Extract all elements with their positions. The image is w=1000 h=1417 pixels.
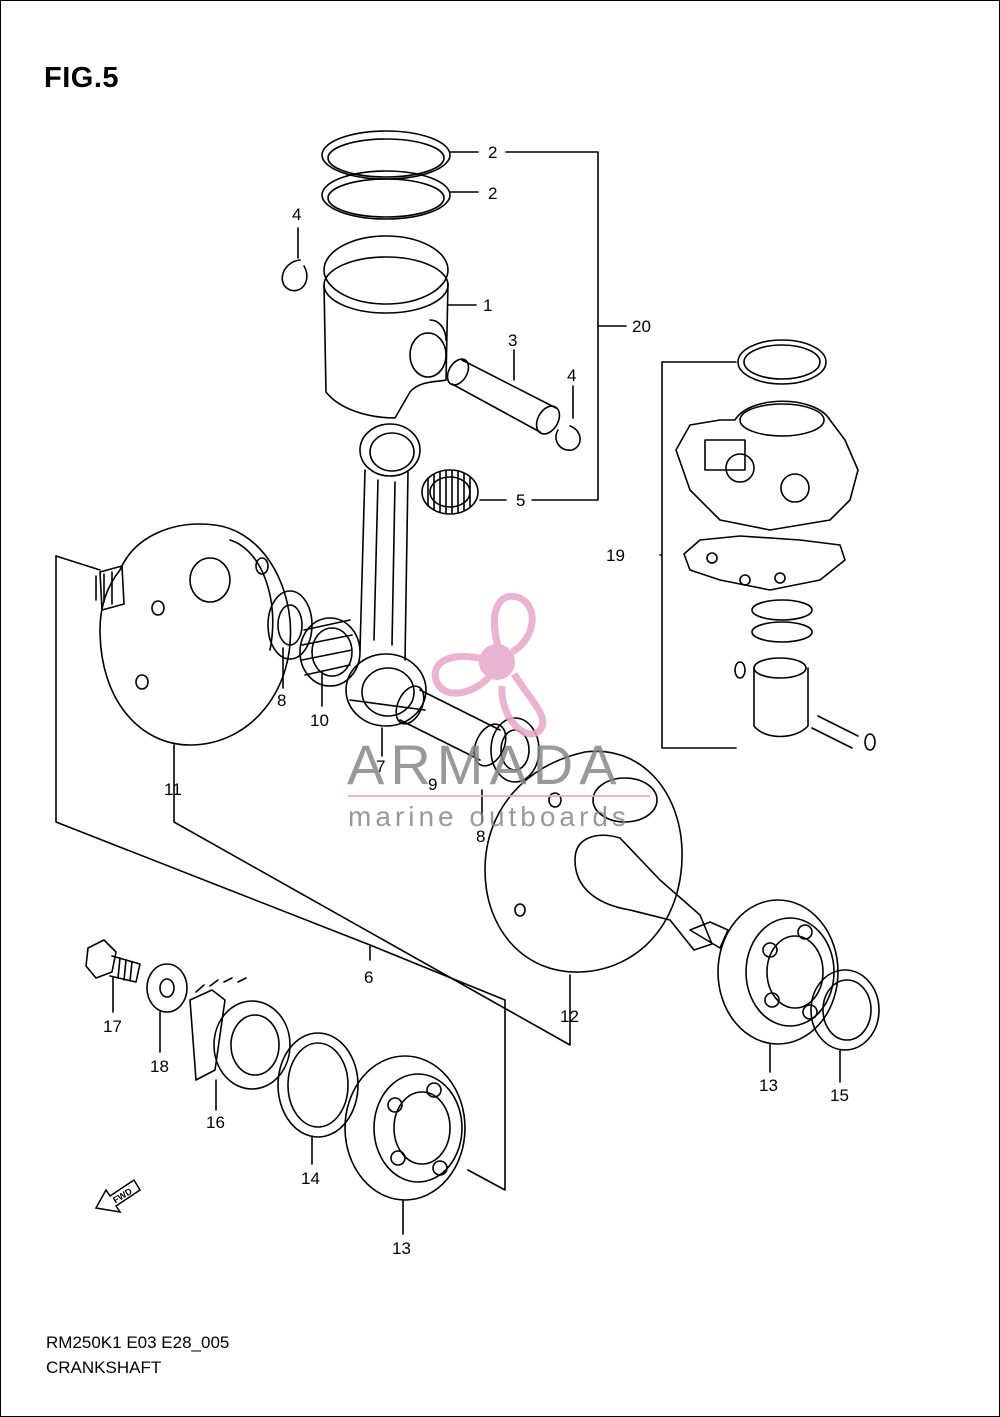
part-label-19: 19 (606, 546, 625, 565)
part-label-5: 5 (516, 491, 525, 510)
watermark-tagline: marine outboards (348, 801, 630, 832)
part-label-2b: 2 (488, 184, 497, 203)
part-label-14: 14 (301, 1169, 320, 1188)
part-label-3: 3 (508, 331, 517, 350)
part-label-13b: 13 (392, 1239, 411, 1258)
forward-arrow-icon: FWD (94, 1178, 142, 1214)
main-bearing-left (344, 1055, 466, 1201)
section-name: CRANKSHAFT (46, 1358, 162, 1377)
armada-watermark: ARMADA marine outboards (347, 592, 650, 832)
part-label-9: 9 (428, 775, 437, 794)
part-label-12: 12 (560, 1007, 579, 1026)
washer (146, 963, 188, 1013)
oil-seal-right (810, 969, 880, 1051)
part-label-17: 17 (103, 1017, 122, 1036)
part-label-18: 18 (150, 1057, 169, 1076)
part-label-2a: 2 (488, 143, 497, 162)
part-label-11: 11 (164, 780, 182, 799)
part-label-20: 20 (632, 317, 651, 336)
cylinder-kit (675, 339, 876, 751)
diagram-code: RM250K1 E03 E28_005 (46, 1333, 230, 1352)
part-label-8a: 8 (277, 691, 286, 710)
piston-pin (446, 358, 561, 435)
big-end-bearing (299, 617, 361, 687)
part-label-1: 1 (483, 296, 492, 315)
thrust-washer-right (490, 717, 540, 783)
part-label-7: 7 (376, 757, 385, 776)
figure-title: FIG.5 (44, 62, 120, 94)
part-label-16: 16 (206, 1113, 225, 1132)
part-label-13a: 13 (759, 1076, 778, 1095)
circlip-right (555, 425, 581, 451)
piston-ring-second (321, 170, 451, 220)
crank-half-left (95, 523, 292, 746)
part-label-4a: 4 (292, 205, 301, 224)
part-label-8b: 8 (476, 827, 485, 846)
watermark-brand: ARMADA (347, 733, 623, 796)
main-bearing-right (717, 899, 839, 1045)
circlip-left (281, 259, 308, 292)
piston (323, 235, 449, 419)
part-label-10: 10 (310, 711, 329, 730)
primary-gear (189, 977, 291, 1090)
propeller-logo-icon (431, 592, 547, 738)
connecting-rod (345, 423, 427, 727)
part-label-4b: 4 (567, 366, 576, 385)
crank-half-right (484, 750, 729, 973)
part-label-15: 15 (830, 1086, 849, 1105)
bolt (85, 939, 141, 983)
oil-seal-left (277, 1032, 359, 1138)
thrust-washer-left (267, 590, 313, 660)
small-end-bearing (421, 469, 479, 515)
part-label-6: 6 (364, 968, 373, 987)
